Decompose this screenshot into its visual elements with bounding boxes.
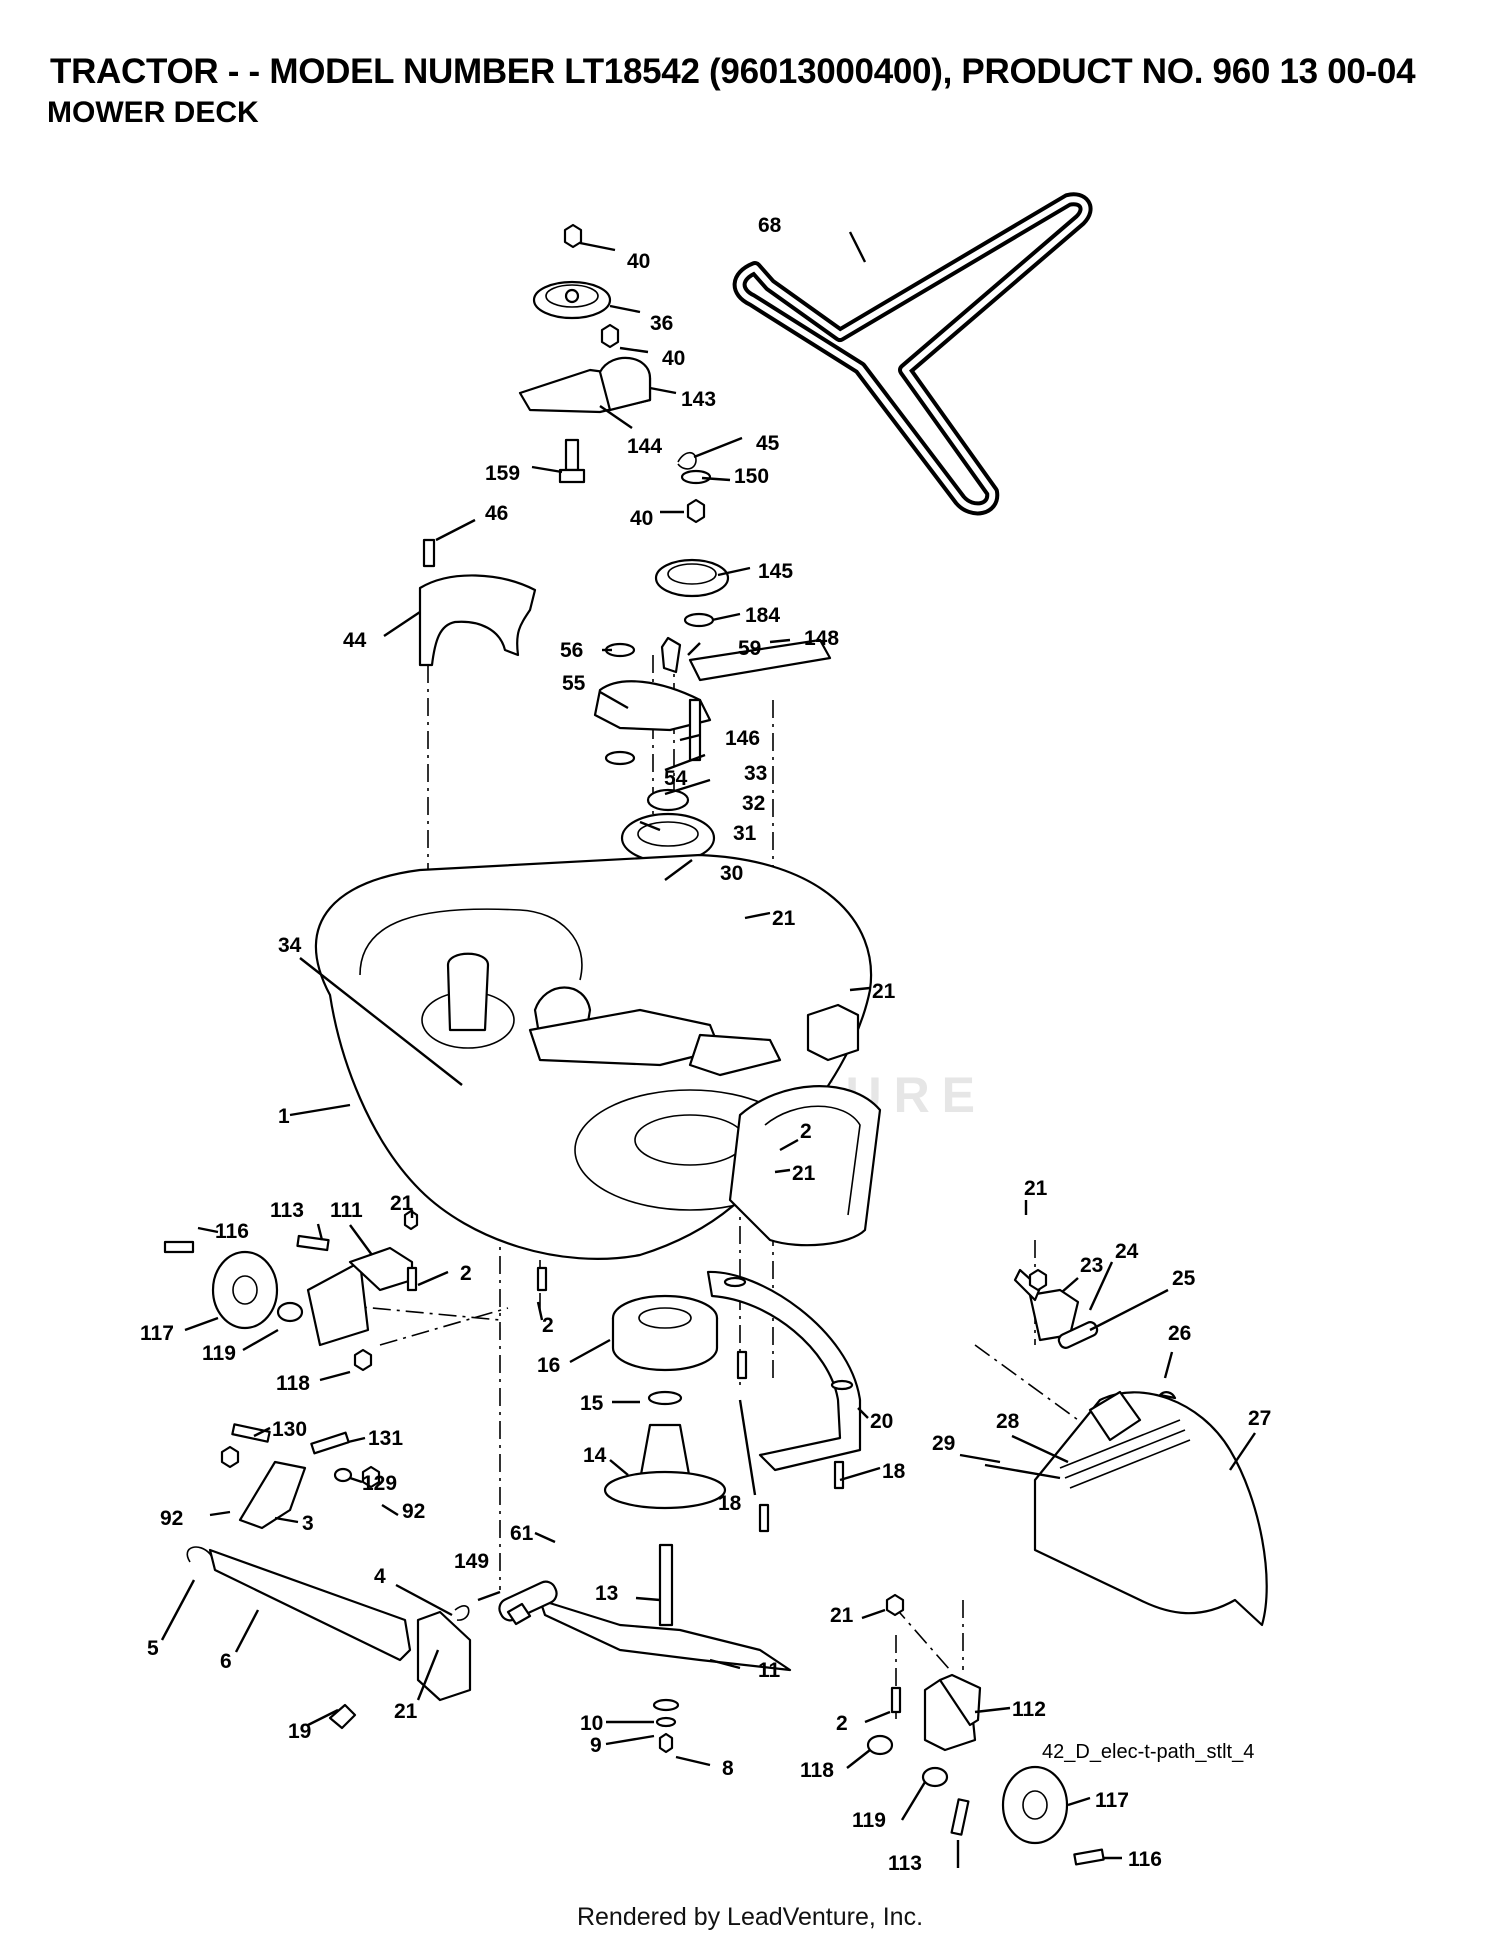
callout-2: 2 xyxy=(836,1712,848,1735)
callout-27: 27 xyxy=(1248,1407,1271,1430)
callout-32: 32 xyxy=(742,792,765,815)
callout-184: 184 xyxy=(745,604,780,627)
callout-54: 54 xyxy=(664,767,688,790)
callout-118: 118 xyxy=(276,1372,310,1395)
callout-61: 61 xyxy=(510,1522,534,1545)
callout-113: 113 xyxy=(888,1852,922,1875)
callout-16: 16 xyxy=(537,1354,560,1377)
callout-2: 2 xyxy=(800,1120,812,1143)
callout-116: 116 xyxy=(215,1220,249,1243)
callout-146: 146 xyxy=(725,727,760,750)
callout-4: 4 xyxy=(374,1565,386,1588)
callout-6: 6 xyxy=(220,1650,232,1673)
callout-23: 23 xyxy=(1080,1254,1103,1277)
page-title: TRACTOR - - MODEL NUMBER LT18542 (960130… xyxy=(50,52,1416,91)
footer-credit: Rendered by LeadVenture, Inc. xyxy=(576,1903,924,1931)
callout-21: 21 xyxy=(772,907,796,930)
callout-1: 1 xyxy=(278,1105,290,1128)
callout-40: 40 xyxy=(630,507,653,530)
callout-21: 21 xyxy=(830,1604,854,1627)
callout-148: 148 xyxy=(804,627,839,650)
callout-119: 119 xyxy=(852,1809,886,1832)
v-belt xyxy=(732,192,1093,516)
gauge-wheel-assembly-left xyxy=(163,1209,548,1372)
callout-18: 18 xyxy=(718,1492,742,1515)
callout-14: 14 xyxy=(583,1444,607,1467)
callout-15: 15 xyxy=(580,1392,604,1415)
callout-19: 19 xyxy=(288,1720,311,1743)
callout-113: 113 xyxy=(270,1199,304,1222)
callout-13: 13 xyxy=(595,1582,618,1605)
callout-40: 40 xyxy=(662,347,685,370)
callout-34: 34 xyxy=(278,934,302,957)
callout-130: 130 xyxy=(272,1418,307,1441)
callout-150: 150 xyxy=(734,465,769,488)
spindle-assembly xyxy=(538,1294,792,1754)
callout-131: 131 xyxy=(368,1427,403,1450)
callout-leaders xyxy=(160,231,1256,1868)
callout-21: 21 xyxy=(792,1162,816,1185)
callout-55: 55 xyxy=(562,672,586,695)
callout-117: 117 xyxy=(1095,1789,1129,1812)
callout-92: 92 xyxy=(160,1507,183,1530)
callout-129: 129 xyxy=(362,1472,397,1495)
callout-21: 21 xyxy=(872,980,896,1003)
callout-3: 3 xyxy=(302,1512,314,1535)
callout-59: 59 xyxy=(738,637,761,660)
callout-149: 149 xyxy=(454,1550,489,1573)
lift-link-assembly xyxy=(186,1423,558,1730)
callout-45: 45 xyxy=(756,432,780,455)
belt-cover-left xyxy=(418,538,537,667)
callout-111: 111 xyxy=(330,1199,363,1222)
callout-33: 33 xyxy=(744,762,767,785)
callout-30: 30 xyxy=(720,862,743,885)
deck-front-bracket xyxy=(706,1270,862,1533)
callout-11: 11 xyxy=(758,1659,781,1682)
callout-10: 10 xyxy=(580,1712,603,1735)
callout-119: 119 xyxy=(202,1342,236,1365)
callout-40: 40 xyxy=(627,250,650,273)
callout-92: 92 xyxy=(402,1500,425,1523)
callout-44: 44 xyxy=(343,629,367,652)
callout-5: 5 xyxy=(147,1637,159,1660)
discharge-chute-assembly xyxy=(984,1268,1268,1627)
mower-deck-housing xyxy=(314,853,882,1260)
callout-8: 8 xyxy=(722,1757,734,1780)
callout-117: 117 xyxy=(140,1322,174,1345)
callout-21: 21 xyxy=(1024,1177,1048,1200)
callout-159: 159 xyxy=(485,462,520,485)
callout-31: 31 xyxy=(733,822,757,845)
callout-116: 116 xyxy=(1128,1848,1162,1871)
callout-25: 25 xyxy=(1172,1267,1196,1290)
callout-2: 2 xyxy=(542,1314,554,1337)
callout-18: 18 xyxy=(882,1460,906,1483)
callout-2: 2 xyxy=(460,1262,472,1285)
callout-21: 21 xyxy=(390,1192,414,1215)
page-subtitle: MOWER DECK xyxy=(47,96,259,129)
callout-46: 46 xyxy=(485,502,508,525)
callout-145: 145 xyxy=(758,560,793,583)
callout-24: 24 xyxy=(1115,1240,1139,1263)
diagram-reference-id: 42_D_elec-t-path_stlt_4 xyxy=(1042,1741,1255,1763)
callout-36: 36 xyxy=(650,312,673,335)
callout-21: 21 xyxy=(394,1700,418,1723)
callout-20: 20 xyxy=(870,1410,893,1433)
callout-56: 56 xyxy=(560,639,583,662)
callout-9: 9 xyxy=(590,1734,602,1757)
callout-numbers: 40 36 40 143 144 159 68 45 150 40 46 145… xyxy=(140,214,1271,1875)
callout-118: 118 xyxy=(800,1759,834,1782)
callout-28: 28 xyxy=(996,1410,1020,1433)
callout-144: 144 xyxy=(627,435,662,458)
callout-29: 29 xyxy=(932,1432,955,1455)
callout-68: 68 xyxy=(758,214,782,237)
callout-112: 112 xyxy=(1012,1698,1046,1721)
callout-143: 143 xyxy=(681,388,716,411)
gauge-wheel-assembly-right xyxy=(866,1593,1105,1866)
callout-26: 26 xyxy=(1168,1322,1191,1345)
